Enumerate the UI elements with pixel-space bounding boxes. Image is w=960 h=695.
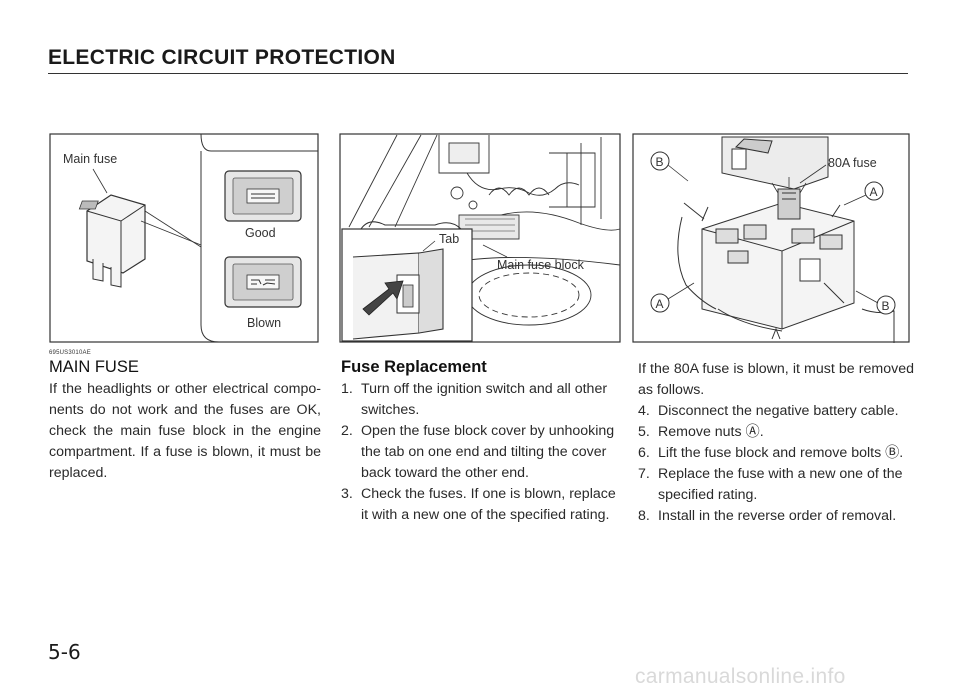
- list-item: 1. Turn off the ignition switch and all o…: [341, 379, 621, 421]
- tab-inset: [341, 221, 473, 342]
- step-text: Lift the fuse block and remove bolts Ⓑ.: [658, 445, 904, 461]
- watermark: carmanualsonline.info: [635, 665, 846, 688]
- step-number: 6.: [638, 445, 650, 461]
- callout-b-top: B: [650, 151, 689, 182]
- step-text: Remove nuts Ⓐ.: [658, 424, 764, 440]
- main-fuse-heading: MAIN FUSE: [49, 358, 139, 376]
- list-item: 4. Disconnect the negative battery cable.: [638, 401, 914, 422]
- panel-divider: [200, 133, 318, 152]
- main-fuse-label: Main fuse: [63, 152, 117, 166]
- blown-fuse-window: [224, 256, 302, 308]
- removal-steps: 4. Disconnect the negative battery cable.…: [638, 401, 914, 527]
- main-fuse-body: [78, 194, 202, 288]
- blown-label: Blown: [247, 316, 281, 330]
- main-fuse-section: MAIN FUSE If the headlights or other ele…: [49, 357, 321, 484]
- fuse-replacement-steps: 1. Turn off the ignition switch and all o…: [341, 379, 621, 526]
- fuse-80a-leader: [799, 164, 827, 184]
- main-fuse-block-label: Main fuse block: [497, 258, 585, 272]
- main-fuse-illustration: Main fuse Good Blown: [49, 133, 319, 343]
- callout-a-left: A: [650, 282, 695, 313]
- good-label: Good: [245, 226, 276, 240]
- fuse-block-exploded-illustration: B A A B 80A fuse: [632, 133, 910, 343]
- list-item: 2. Open the fuse block cover by unhooking…: [341, 421, 621, 484]
- list-item: 5. Remove nuts Ⓐ.: [638, 422, 914, 443]
- fuse-block-lines: [677, 136, 895, 343]
- good-fuse-window: [224, 170, 302, 222]
- step-number: 5.: [638, 424, 650, 440]
- fuse-replacement-section: Fuse Replacement 1. Turn off the ignition…: [341, 357, 621, 526]
- main-fuse-leader: [92, 168, 108, 194]
- fuse-80a-figure: B A A B 80A fuse: [632, 133, 910, 343]
- step-text: Disconnect the negative battery cable.: [658, 403, 899, 419]
- main-fuse-figure: Main fuse Good Blown: [49, 133, 319, 343]
- list-item: 6. Lift the fuse block and remove bolts Ⓑ…: [638, 443, 914, 464]
- svg-text:A: A: [656, 297, 664, 311]
- header-rule: [48, 73, 908, 74]
- page-title: ELECTRIC CIRCUIT PROTECTION: [48, 46, 396, 69]
- fuse-replacement-heading: Fuse Replacement: [341, 358, 487, 376]
- step-text: Install in the reverse order of removal.: [658, 508, 897, 524]
- step-number: 1.: [341, 381, 353, 397]
- figure-code: 695US3010AE: [49, 350, 91, 356]
- svg-text:B: B: [882, 299, 890, 313]
- engine-bay-illustration: Tab Main fuse block: [339, 133, 621, 343]
- fuse-80a-label: 80A fuse: [828, 156, 877, 170]
- main-fuse-body: If the headlights or other electrical co…: [49, 381, 321, 481]
- fuse-block-leader: [482, 244, 508, 258]
- step-number: 4.: [638, 403, 650, 419]
- step-number: 2.: [341, 423, 353, 439]
- list-item: 7. Replace the fuse with a new one of the…: [638, 464, 914, 506]
- panel-divider-low: [200, 151, 220, 343]
- list-item: 3. Check the fuses. If one is blown, repl…: [341, 484, 621, 526]
- step-text: Turn off the ignition switch and all oth…: [361, 381, 608, 418]
- svg-text:A: A: [870, 185, 878, 199]
- step-number: 7.: [638, 466, 650, 482]
- step-text: Open the fuse block cover by unhooking t…: [361, 423, 615, 481]
- removal-intro: If the 80A fuse is blown, it must be rem…: [638, 361, 914, 398]
- step-text: Check the fuses. If one is blown, replac…: [361, 486, 616, 523]
- step-number: 8.: [638, 508, 650, 524]
- fuse-block-location-figure: Tab Main fuse block: [339, 133, 621, 343]
- callout-a-right: A: [843, 181, 884, 206]
- fuse-removal-section: If the 80A fuse is blown, it must be rem…: [638, 359, 914, 527]
- page-number: 5-6: [48, 640, 81, 664]
- list-item: 8. Install in the reverse order of remova…: [638, 506, 914, 527]
- svg-text:B: B: [656, 155, 664, 169]
- callout-b-bottom: B: [855, 290, 896, 315]
- tab-label: Tab: [439, 232, 459, 246]
- step-text: Replace the fuse with a new one of the s…: [658, 466, 903, 503]
- step-number: 3.: [341, 486, 353, 502]
